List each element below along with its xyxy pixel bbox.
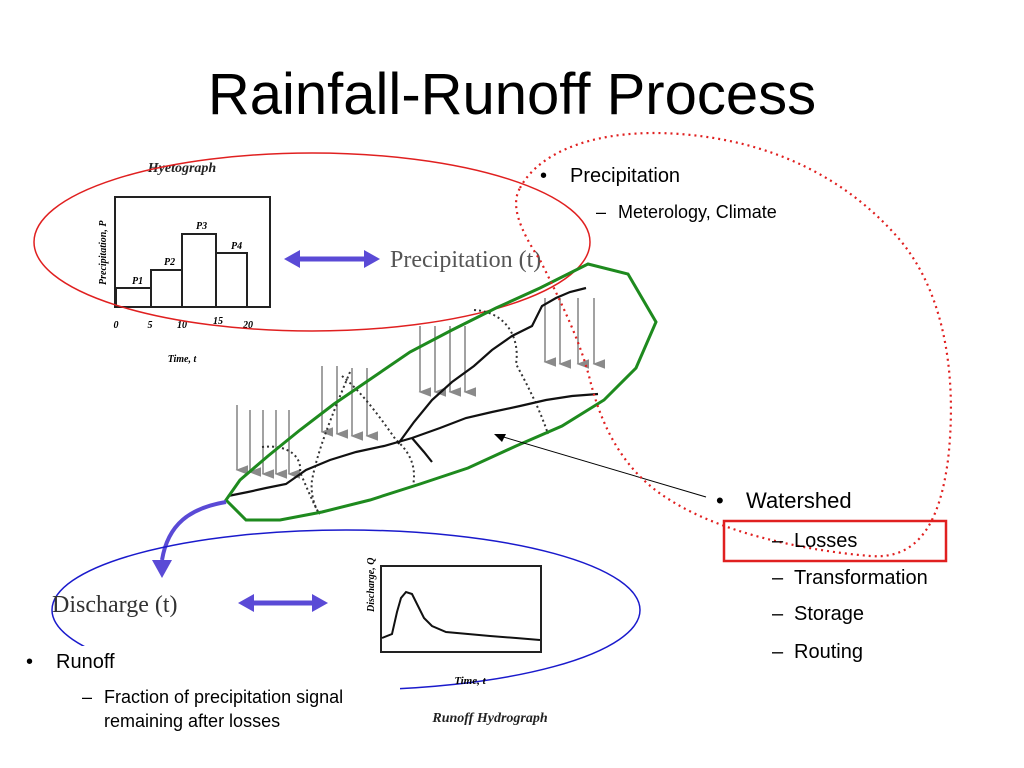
hyetograph-title: Hyetograph: [147, 161, 217, 176]
watershed: [152, 262, 658, 578]
bullet-transformation-text: Transformation: [794, 567, 928, 589]
runoff-hydrograph: Discharge, Q Time, t Runoff Hydrograph: [366, 558, 548, 726]
bullet-routing-text: Routing: [794, 641, 863, 663]
runoff-text-mask: [0, 646, 400, 742]
hyetograph-bar-p2: [150, 269, 183, 308]
bullet-watershed-transformation: –Transformation: [772, 566, 928, 590]
hydrograph-curve: [381, 590, 541, 641]
bullet-precipitation-sub: –Meterology, Climate: [596, 200, 777, 224]
bullet-runoff-head: Runoff: [56, 651, 115, 673]
climate-dotted-boundary: [515, 132, 953, 558]
bar-label-p2: P2: [164, 257, 175, 268]
bullet-precipitation: • Precipitation: [540, 164, 680, 188]
bullet-dash: –: [772, 641, 784, 663]
bullet-watershed: • Watershed: [716, 489, 852, 513]
precipitation-double-arrow: [284, 250, 380, 268]
hyetograph: Hyetograph P1 P2 P3 P4 0 5 10 15 20 Time…: [98, 161, 271, 365]
bullet-dash: –: [82, 687, 93, 707]
hydrograph-frame: [380, 565, 542, 653]
precipitation-ellipse: [33, 152, 591, 332]
losses-highlight-box: [722, 519, 948, 563]
bullet-dot: •: [716, 488, 724, 513]
bar-label-p4: P4: [231, 241, 242, 252]
bullet-runoff-sub-text: Fraction of precipitation signal remaini…: [104, 687, 344, 731]
hyetograph-ylabel: Precipitation, P: [98, 220, 109, 285]
bullet-watershed-storage: –Storage: [772, 602, 864, 626]
rain-arrows: [235, 298, 606, 479]
bullet-dot: •: [26, 651, 34, 673]
bullet-losses-text: Losses: [794, 530, 858, 552]
discharge-t-label: Discharge (t): [52, 592, 178, 618]
bullet-runoff: • Runoff: [26, 650, 115, 674]
hydrograph-title: Runoff Hydrograph: [431, 711, 547, 726]
hyetograph-bar-p3: [181, 233, 217, 308]
bar-label-p3: P3: [196, 221, 207, 232]
xtick-20: 20: [242, 320, 253, 331]
bullet-dash: –: [596, 202, 607, 222]
bullet-watershed-routing: –Routing: [772, 640, 863, 664]
watershed-pointer-line: [499, 435, 707, 498]
xtick-5: 5: [148, 320, 153, 331]
discharge-double-arrow: [238, 594, 328, 612]
xtick-15: 15: [213, 316, 223, 327]
outlet-arrow: [160, 500, 227, 561]
bullet-runoff-sub: – Fraction of precipitation signal remai…: [82, 685, 382, 733]
hydrograph-ylabel: Discharge, Q: [366, 558, 377, 613]
bullet-storage-text: Storage: [794, 603, 865, 625]
hyetograph-bar-p4: [215, 252, 248, 308]
bullet-dot: •: [540, 165, 548, 187]
bullet-dash: –: [772, 567, 784, 589]
precipitation-t-label: Precipitation (t): [390, 247, 541, 273]
bullet-dash: –: [772, 530, 784, 552]
subwatershed-boundaries: [261, 309, 549, 515]
hydrograph-xlabel: Time, t: [454, 675, 486, 687]
hyetograph-xlabel: Time, t: [168, 354, 198, 365]
outlet-arrowhead: [152, 560, 172, 578]
bar-label-p1: P1: [132, 276, 143, 287]
xtick-0: 0: [114, 320, 119, 331]
watershed-pointer-head: [494, 434, 506, 442]
hyetograph-bar-p1: [115, 287, 152, 308]
xtick-10: 10: [177, 320, 187, 331]
bullet-precipitation-sub-text: Meterology, Climate: [618, 202, 777, 222]
watershed-outline: [224, 262, 658, 522]
bullet-watershed-losses: –Losses: [772, 529, 857, 553]
bullet-dash: –: [772, 603, 784, 625]
bullet-precipitation-head: Precipitation: [570, 165, 681, 187]
bullet-watershed-head: Watershed: [746, 488, 852, 513]
slide-title: Rainfall-Runoff Process: [207, 62, 817, 127]
stream-network: [227, 286, 599, 498]
